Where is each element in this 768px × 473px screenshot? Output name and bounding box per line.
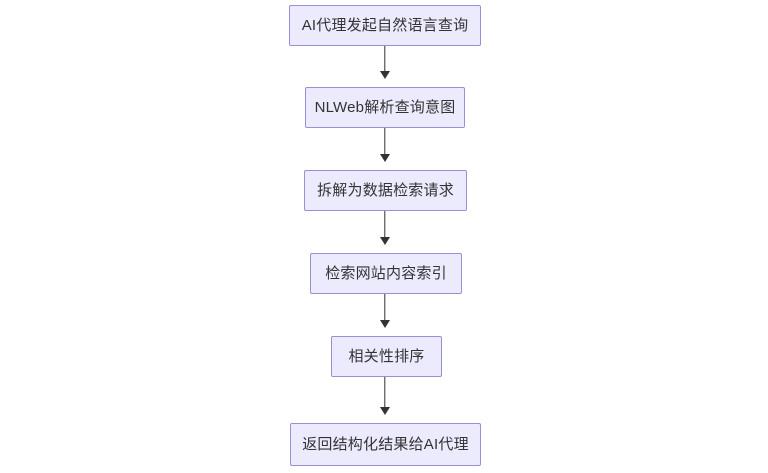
arrowhead-down-icon: [380, 407, 390, 415]
arrowhead-down-icon: [380, 154, 390, 162]
arrowhead-down-icon: [380, 237, 390, 245]
flow-node-label: AI代理发起自然语言查询: [301, 17, 469, 34]
flow-node-label: 相关性排序: [348, 348, 425, 365]
edge-line: [384, 294, 386, 321]
edge-line: [384, 377, 386, 408]
flow-node-label: NLWeb解析查询意图: [314, 99, 456, 116]
flow-node-decompose-request[interactable]: 拆解为数据检索请求: [304, 170, 467, 211]
flow-node-label: 检索网站内容索引: [325, 265, 447, 282]
edge-line: [384, 128, 386, 155]
edge-line: [384, 211, 386, 238]
arrowhead-down-icon: [380, 320, 390, 328]
arrowhead-down-icon: [380, 71, 390, 79]
flow-node-label: 拆解为数据检索请求: [317, 182, 454, 199]
flow-node-label: 返回结构化结果给AI代理: [302, 436, 469, 453]
flow-node-search-index[interactable]: 检索网站内容索引: [310, 253, 462, 294]
flow-node-query-init[interactable]: AI代理发起自然语言查询: [289, 5, 481, 46]
flow-node-parse-intent[interactable]: NLWeb解析查询意图: [305, 87, 465, 128]
edge-line: [384, 46, 386, 72]
flow-node-return-results[interactable]: 返回结构化结果给AI代理: [290, 423, 481, 466]
flow-node-relevance-rank[interactable]: 相关性排序: [331, 336, 442, 377]
